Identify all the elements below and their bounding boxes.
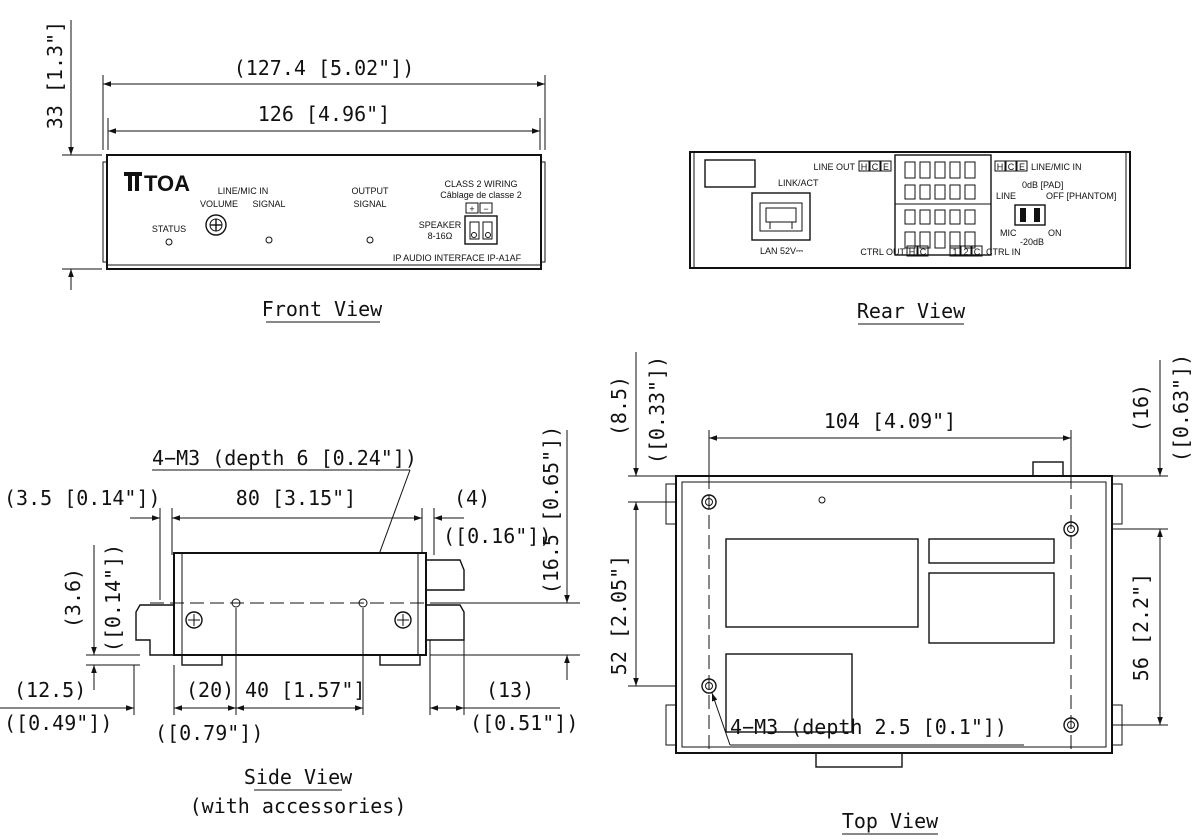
mic-switch-label: MIC [1000,228,1017,238]
input-signal-label: SIGNAL [252,199,285,209]
phantom-on-label: ON [1048,228,1062,238]
side-d36in-label: ([0.14"]) [101,544,125,652]
line-out-label: LINE OUT [813,162,855,172]
top-d85in-label: ([0.33"]) [645,356,669,464]
top-screw-holes [701,494,1079,733]
front-view-caption: Front View [262,297,383,321]
rear-label-plate [704,159,756,188]
input-signal-led [265,236,273,244]
top-d52-label: 52 [2.05"] [607,555,631,675]
class2-fr-label: Câblage de classe 2 [440,190,522,200]
front-body-width-label: 126 [4.96"] [258,102,390,126]
output-label: OUTPUT [352,186,390,196]
top-body [675,475,1113,754]
ctrl-in-label: CTRL IN [986,247,1021,257]
status-label: STATUS [152,224,186,234]
side-d4in-label: ([0.16"]) [443,524,551,548]
side-d35-label: (3.5 [0.14"]) [4,486,161,510]
side-d13-label: (13) [486,678,534,702]
ctrl-out-label: CTRL OUT [860,247,905,257]
ctrl-out-c: C [920,247,927,257]
side-view-caption2: (with accessories) [190,794,407,818]
minus-label: − [483,204,488,214]
side-d125-label: (12.5) [14,678,86,702]
line-switch-label: LINE [996,191,1016,201]
side-d20-label: (20) [186,678,234,702]
front-view: (127.4 [5.02"]) 126 [4.96"] 33 [1.3"] TO… [43,20,546,323]
side-view-caption: Side View [244,765,353,789]
side-d4-label: (4) [454,486,490,510]
lan-port [751,192,811,241]
front-outer-width-label: (127.4 [5.02"]) [234,56,415,80]
side-d125in-label: ([0.49"]) [4,711,112,735]
side-d36-label: (3.6) [61,568,85,628]
top-d56-label: 56 [2.2"] [1129,573,1153,681]
model-label: IP AUDIO INTERFACE IP-A1AF [393,253,522,263]
dip-switch [1014,204,1046,226]
ctrl-out-h: H [909,247,916,257]
side-screw-label: 4−M3 (depth 6 [0.24"]) [152,446,417,470]
line-mic-in-rear-label: LINE/MIC IN [1031,162,1082,172]
plus-label: + [469,204,474,214]
speaker-terminal [464,215,498,245]
minus20-label: -20dB [1020,237,1044,247]
top-d16-label: (16) [1129,384,1153,432]
side-view: 4−M3 (depth 6 [0.24"]) (3.5 [0.14"]) 80 … [0,426,580,818]
toa-logo: TOA [124,171,190,196]
link-act-label: LINK/ACT [778,178,819,188]
output-signal-led [366,236,374,244]
volume-label: VOLUME [200,199,238,209]
speaker-label: SPEAKER [419,220,462,230]
line-out-c: C [872,162,879,172]
ctrl-in-1: 1 [952,247,957,257]
brand-text: TOA [144,171,190,196]
rear-view: LINK/ACT LAN 52V⎓ LINE OUT H C E [689,151,1131,325]
rear-view-caption: Rear View [857,299,966,323]
output-signal-label: SIGNAL [353,199,386,209]
side-d165-label: (16.5 [0.65"]) [539,426,563,595]
line-mic-in-label: LINE/MIC IN [218,186,269,196]
top-screw-label: 4−M3 (depth 2.5 [0.1"]) [730,715,1007,739]
side-d40-label: 40 [1.57"] [245,678,365,702]
line-out-e: E [883,162,889,172]
top-d16in-label: ([0.63"]) [1169,354,1193,462]
class2-label: CLASS 2 WIRING [444,179,517,189]
top-view: 104 [4.09"] (8.5) ([0.33"]) 52 [2.05"] (… [607,352,1193,835]
status-led [165,238,173,246]
top-d104-label: 104 [4.09"] [824,409,956,433]
speaker-ohm-label: 8-16Ω [428,231,453,241]
ctrl-in-c: C [974,247,981,257]
front-height-label: 33 [1.3"] [43,21,67,129]
side-body [173,552,427,656]
side-d80-label: 80 [3.15"] [236,486,356,510]
line-in-c: C [1008,162,1015,172]
line-in-h: H [997,162,1004,172]
volume-knob [205,214,227,236]
side-d20in-label: ([0.79"]) [155,721,263,745]
terminal-block [894,154,992,256]
line-out-h: H [861,162,868,172]
phantom-off-label: OFF [PHANTOM] [1046,191,1116,201]
top-view-caption: Top View [842,809,939,833]
pad-label: 0dB [PAD] [1022,180,1063,190]
ctrl-in-2: 2 [963,247,968,257]
lan-label: LAN 52V⎓ [760,246,803,256]
line-in-e: E [1019,162,1025,172]
top-d85-label: (8.5) [607,376,631,436]
side-d13in-label: ([0.51"]) [470,711,578,735]
